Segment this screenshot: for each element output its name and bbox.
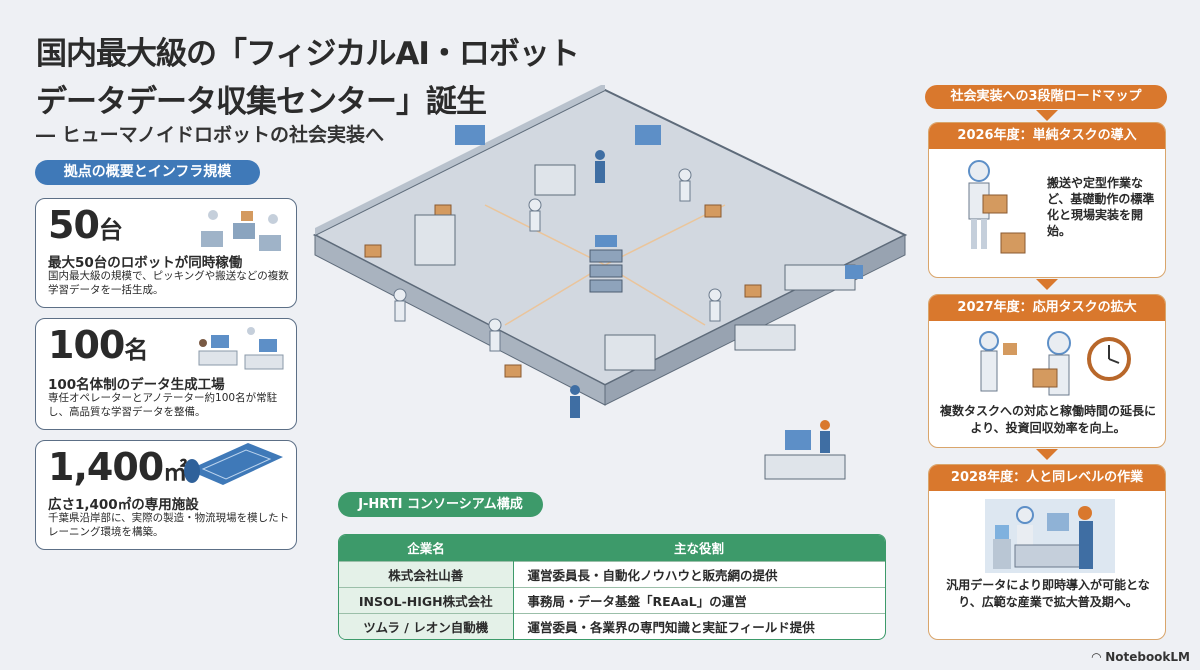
stat-value: 50 <box>48 203 100 247</box>
company-cell: ツムラ / レオン自動機 <box>339 612 514 639</box>
down-arrow-icon <box>1036 449 1058 460</box>
table-row: INSOL-HIGH株式会社事務局・データ基盤「REAaL」の運営 <box>339 586 885 613</box>
stat-card-area: 1,400㎡ 広さ1,400㎡の専用施設 千葉県沿岸部に、実際の製造・物流現場を… <box>35 440 297 550</box>
logo-text: NotebookLM <box>1105 650 1190 664</box>
stat-description: 国内最大級の規模で、ピッキングや搬送などの複数学習データを一括生成。 <box>48 270 289 296</box>
roadmap-stage-2026: 2026年度：単純タスクの導入 搬送や定型作業など、基礎動作の標準化と現場実装を… <box>928 122 1166 278</box>
column-header: 主な役割 <box>513 535 885 561</box>
title-line-1: 国内最大級の「フィジカルAI・ロボット <box>36 36 580 72</box>
consortium-heading: J-HRTI コンソーシアム構成 <box>338 492 543 517</box>
overview-heading: 拠点の概要とインフラ規模 <box>35 160 260 185</box>
stage-title: 2027年度：応用タスクの拡大 <box>929 295 1165 321</box>
roadmap-stage-2028: 2028年度：人と同レベルの作業 汎用データにより即時導入が可能となり、広範な産… <box>928 464 1166 640</box>
stat-unit: 名 <box>124 336 148 364</box>
stat-unit: 台 <box>98 216 123 244</box>
stat-headline: 広さ1,400㎡の専用施設 <box>48 497 199 513</box>
company-cell: INSOL-HIGH株式会社 <box>339 586 514 613</box>
title-line-2: データデータ収集センター」誕生 <box>36 84 487 120</box>
notebooklm-logo: ◠ NotebookLM <box>1092 650 1190 664</box>
roadmap-heading: 社会実装への3段階ロードマップ <box>925 85 1167 109</box>
stat-description: 専任オペレーターとアノテーター約100名が常駐し、高品質な学習データを整備。 <box>48 392 278 418</box>
stage-title: 2028年度：人と同レベルの作業 <box>929 465 1165 491</box>
boxes-icon <box>364 204 762 378</box>
stat-card-robots: 50台 最大50台のロボットが同時稼働 国内最大級の規模で、ピッキングや搬送など… <box>35 198 297 308</box>
facility-illustration <box>312 85 908 480</box>
robots-icon <box>393 168 722 352</box>
consortium-table: 企業名主な役割 株式会社山善運営委員長・自動化ノウハウと販売網の提供 INSOL… <box>338 534 886 640</box>
column-header: 企業名 <box>339 535 513 561</box>
table-row: 株式会社山善運営委員長・自動化ノウハウと販売網の提供 <box>339 560 885 587</box>
roadmap-stage-2027: 2027年度：応用タスクの拡大 複数タスクへの対応と稼働時間の延長により、投資回… <box>928 294 1166 448</box>
stage-description: 複数タスクへの対応と稼働時間の延長により、投資回収効率を向上。 <box>939 404 1156 435</box>
table-row: ツムラ / レオン自動機運営委員・各業界の専門知識と実証フィールド提供 <box>339 612 885 639</box>
stat-value: 100 <box>48 323 125 367</box>
monitors-icon <box>455 125 863 450</box>
workstations <box>414 164 856 480</box>
robots-illustration-icon <box>201 210 281 251</box>
role-cell: 運営委員長・自動化ノウハウと販売網の提供 <box>513 560 885 587</box>
down-arrow-icon <box>1036 110 1058 121</box>
stat-headline: 100名体制のデータ生成工場 <box>48 377 225 393</box>
stage-description: 汎用データにより即時導入が可能となり、広範な産業で拡大普及期へ。 <box>946 578 1150 609</box>
server-stack-icon <box>589 235 623 293</box>
workers-icon <box>570 150 830 453</box>
role-cell: 事務局・データ基盤「REAaL」の運営 <box>513 586 885 613</box>
robot-and-human-working-icon <box>985 499 1115 573</box>
stat-description: 千葉県沿岸部に、実際の製造・物流現場を模したトレーニング環境を構築。 <box>48 512 290 538</box>
logo-icon: ◠ <box>1091 650 1106 664</box>
operators-illustration-icon <box>198 327 284 370</box>
stage-title: 2026年度：単純タスクの導入 <box>929 123 1165 149</box>
blueprint-icon <box>184 443 283 485</box>
robots-with-clock-icon <box>979 331 1131 396</box>
subtitle: ― ヒューマノイドロボットの社会実装へ <box>36 124 385 146</box>
stat-value: 1,400 <box>48 445 164 489</box>
robot-carrying-box-icon <box>968 160 1026 254</box>
company-cell: 株式会社山善 <box>339 560 514 587</box>
role-cell: 運営委員・各業界の専門知識と実証フィールド提供 <box>513 612 885 639</box>
stat-card-staff: 100名 100名体制のデータ生成工場 専任オペレーターとアノテーター約100名… <box>35 318 297 430</box>
stat-headline: 最大50台のロボットが同時稼働 <box>48 255 243 271</box>
stage-description: 搬送や定型作業など、基礎動作の標準化と現場実装を開始。 <box>1047 176 1155 238</box>
down-arrow-icon <box>1036 279 1058 290</box>
stat-unit: ㎡ <box>163 458 187 486</box>
